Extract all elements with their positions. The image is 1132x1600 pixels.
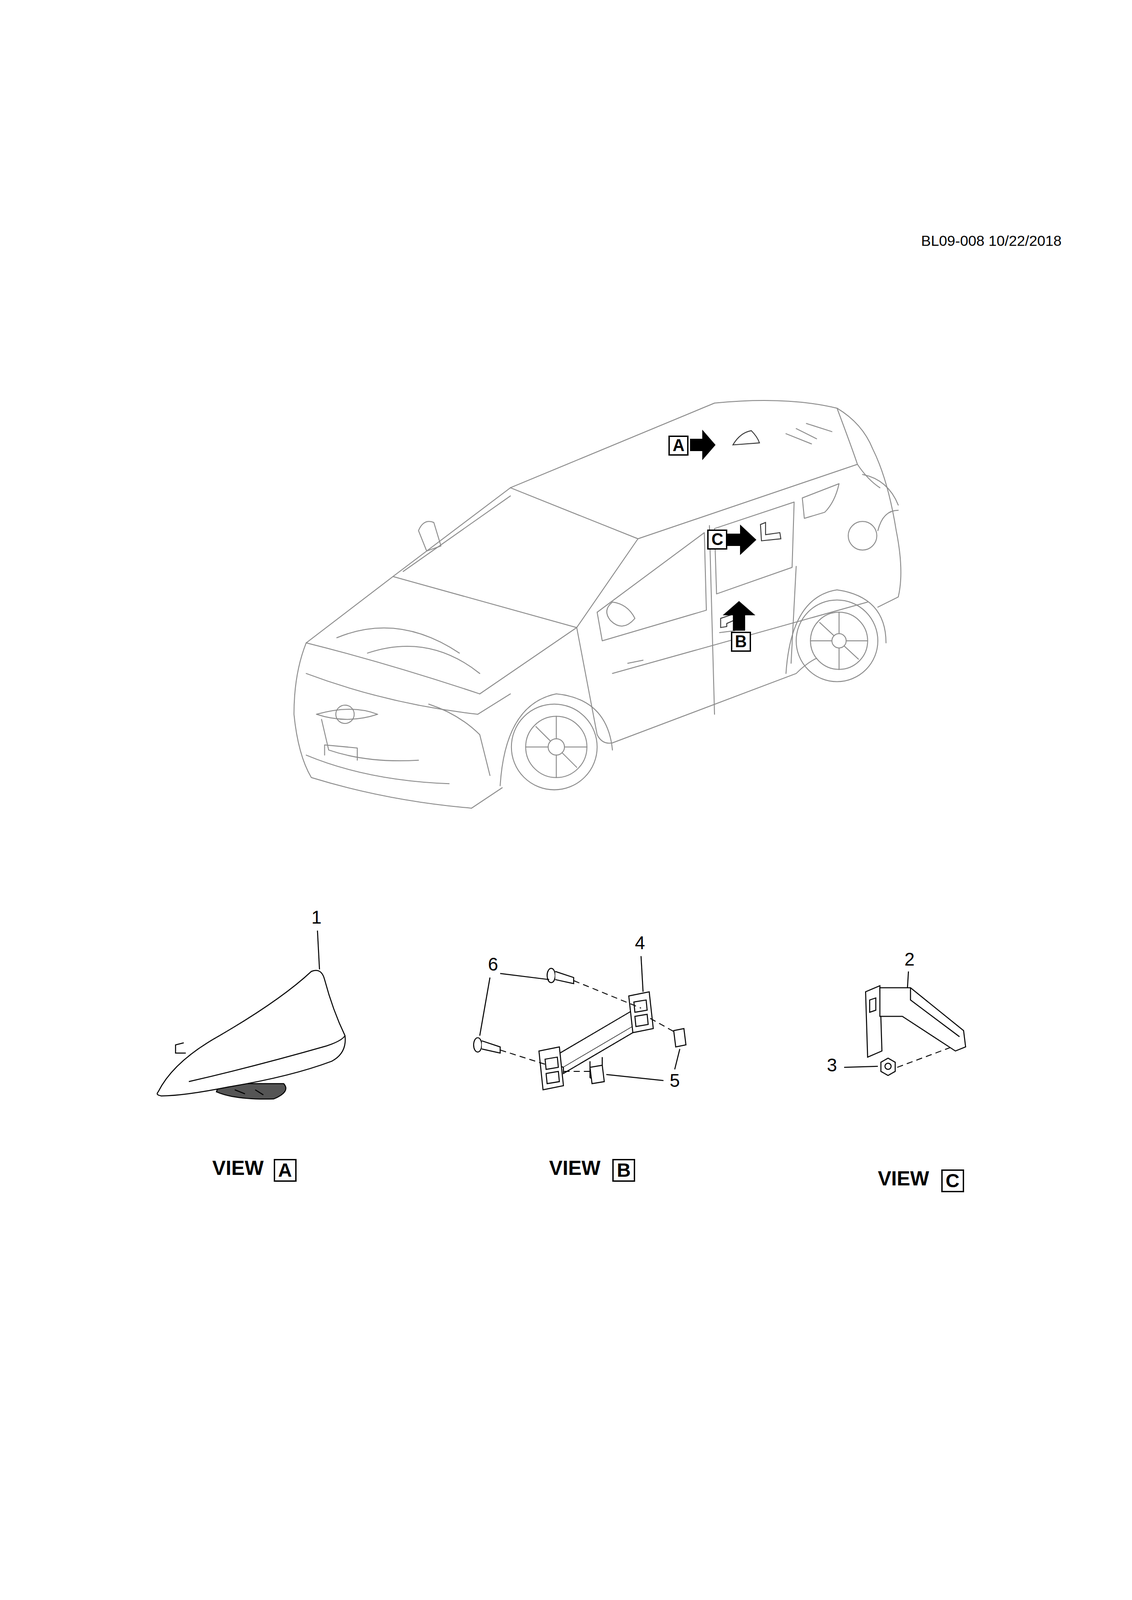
view-letter-box: C [707, 529, 728, 550]
view-arrows [689, 429, 757, 632]
leader-lines [317, 930, 909, 1081]
view-letter: B [735, 633, 747, 651]
bracket-part [865, 985, 966, 1076]
view-letter-box: B [612, 1159, 636, 1183]
view-letter-box: A [273, 1159, 297, 1183]
view-title: VIEW [212, 1158, 264, 1179]
view-letter: C [711, 531, 724, 548]
view-title: VIEW [877, 1168, 929, 1190]
view-letter-box: C [941, 1169, 965, 1193]
antenna-part [157, 970, 346, 1100]
car-outline [293, 400, 901, 809]
callout-number: 3 [826, 1056, 837, 1075]
view-letter: A [672, 437, 685, 454]
callout-number: 5 [669, 1071, 680, 1091]
view-letter: C [945, 1171, 960, 1191]
callout-number: 1 [311, 908, 322, 927]
view-letter: A [277, 1161, 292, 1181]
callout-number: 2 [904, 950, 915, 969]
drawing-id: BL09-008 10/22/2018 [921, 233, 1062, 249]
view-title: VIEW [549, 1158, 601, 1179]
callout-number: 6 [487, 955, 498, 974]
view-letter-box: A [668, 435, 689, 456]
callout-number: 4 [635, 933, 646, 953]
view-letter-box: B [730, 631, 752, 653]
part-locations [720, 430, 781, 628]
bracket-part [473, 968, 686, 1091]
view-letter: B [616, 1161, 631, 1181]
